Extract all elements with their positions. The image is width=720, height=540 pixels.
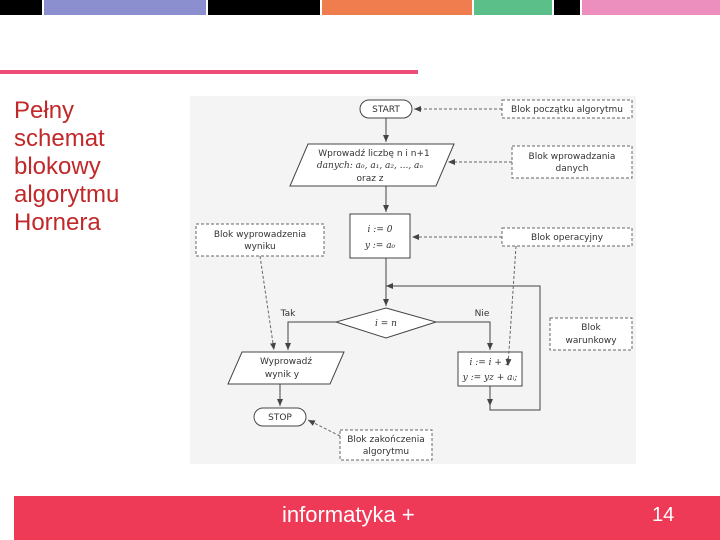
top-bar-segment [582, 0, 720, 15]
loop-line-1: i := i + 1 [469, 358, 510, 368]
yes-label: Tak [280, 309, 297, 319]
note-pointer [505, 245, 517, 367]
assign-block [349, 213, 411, 259]
input-line-2: danych: a₀, a₁, a₂, ..., aₙ [317, 161, 423, 171]
note-output-line-2: wyniku [244, 242, 276, 252]
title-line: algorytmu [14, 181, 120, 208]
footer-bar [0, 496, 720, 540]
input-line-3: oraz z [356, 174, 383, 184]
flow-arrow [285, 321, 336, 350]
output-block [227, 351, 345, 385]
loop-block [457, 351, 523, 387]
note-input [511, 145, 633, 179]
input-line-1: Wprowadź liczbę n i n+1 [318, 149, 429, 159]
condition-block [334, 307, 438, 339]
slide-title: Pełny schemat blokowy algorytmu Hornera [14, 97, 184, 237]
title-line: Pełny [14, 97, 75, 124]
note-pointer [259, 255, 276, 351]
title-line: schemat [14, 125, 105, 152]
output-line-1: Wyprowadź [260, 357, 312, 367]
top-bar-segment [322, 0, 472, 15]
note-condition-line-2: warunkowy [565, 336, 617, 346]
note-pointer [307, 419, 341, 437]
stop-block [253, 407, 307, 427]
note-operation-label: Blok operacyjny [531, 233, 604, 243]
note-end [339, 429, 433, 461]
assign-line-1: i := 0 [368, 225, 393, 235]
start-label: START [372, 105, 400, 115]
note-condition [549, 317, 633, 351]
stop-label: STOP [268, 413, 292, 423]
top-bar-segment [554, 0, 580, 15]
accent-divider [0, 70, 418, 74]
flowchart-svg: START Wprowadź liczbę n i n+1 danych: a₀… [195, 99, 633, 461]
top-color-bar [0, 0, 720, 15]
condition-label: i = n [375, 319, 397, 329]
output-line-2: wynik y [265, 370, 300, 380]
note-input-line-2: danych [556, 164, 589, 174]
note-condition-line-1: Blok [581, 323, 601, 333]
note-output-line-1: Blok wyprowadzenia [214, 230, 306, 240]
assign-line-2: y := a₀ [364, 241, 396, 251]
title-line: Hornera [14, 209, 101, 236]
note-end-line-2: algorytmu [363, 447, 409, 457]
note-output [195, 223, 325, 257]
loop-line-2: y := yz + aᵢ; [462, 373, 518, 383]
page-number: 14 [652, 504, 675, 526]
loop-back-line [386, 283, 541, 411]
no-label: Nie [475, 309, 490, 319]
horner-flowchart: START Wprowadź liczbę n i n+1 danych: a₀… [190, 96, 636, 464]
top-bar-segment [44, 0, 206, 15]
course-name: informatyka + [282, 502, 415, 527]
note-input-line-1: Blok wprowadzania [529, 152, 616, 162]
top-bar-segment [208, 0, 320, 15]
top-bar-segment [0, 0, 42, 15]
footer-left-gap [0, 496, 14, 540]
flow-arrow [436, 321, 493, 350]
title-line: blokowy [14, 153, 101, 180]
note-end-line-1: Blok zakończenia [347, 435, 425, 445]
note-start-label: Blok początku algorytmu [511, 105, 623, 115]
input-block [289, 143, 455, 187]
top-bar-segment [474, 0, 552, 15]
